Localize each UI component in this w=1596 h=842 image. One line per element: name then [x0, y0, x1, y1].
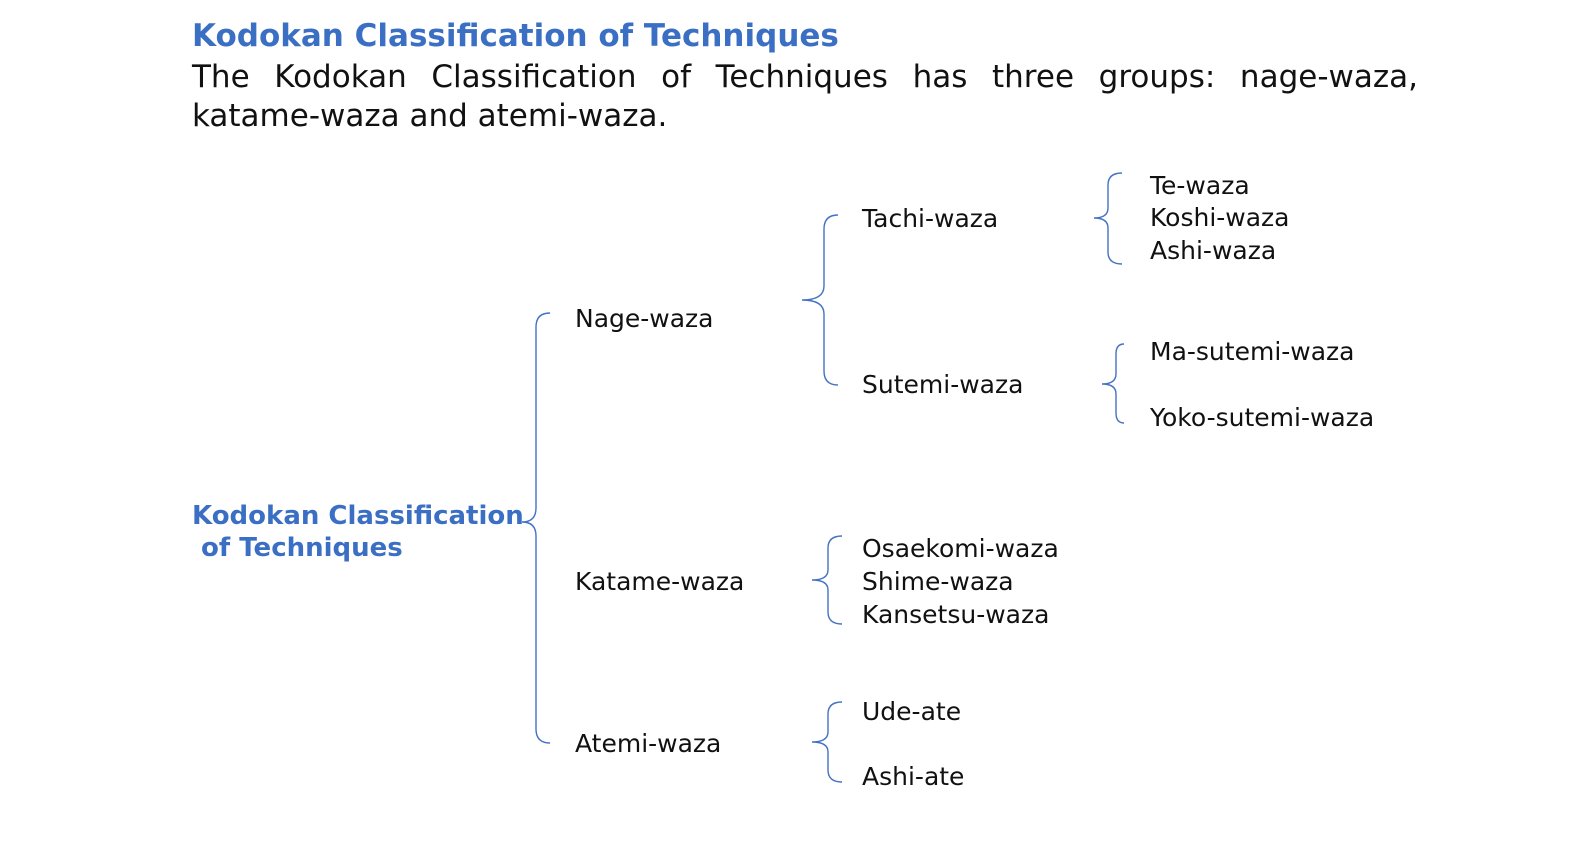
- brace-sutemi: [1101, 343, 1125, 424]
- leaf-osaekomi-waza: Osaekomi-waza: [862, 534, 1059, 563]
- node-tachi-waza: Tachi-waza: [862, 204, 999, 233]
- leaf-ma-sutemi-waza: Ma-sutemi-waza: [1150, 337, 1355, 366]
- leaf-ashi-waza: Ashi-waza: [1150, 236, 1277, 265]
- intro-paragraph: The Kodokan Classification of Techniques…: [192, 59, 1418, 134]
- leaf-ude-ate: Ude-ate: [862, 697, 962, 726]
- brace-nage: [801, 214, 839, 386]
- brace-tachi: [1093, 172, 1123, 265]
- brace-katame: [811, 535, 843, 625]
- leaf-ashi-ate: Ashi-ate: [862, 762, 965, 791]
- leaf-te-waza: Te-waza: [1150, 171, 1250, 200]
- leaf-shime-waza: Shime-waza: [862, 567, 1014, 596]
- root-node: Kodokan Classification of Techniques: [192, 501, 524, 563]
- brace-atemi: [811, 701, 843, 783]
- node-atemi-waza: Atemi-waza: [575, 729, 722, 758]
- leaf-kansetsu-waza: Kansetsu-waza: [862, 600, 1050, 629]
- page-title: Kodokan Classification of Techniques: [192, 18, 839, 54]
- node-katame-waza: Katame-waza: [575, 567, 745, 596]
- leaf-yoko-sutemi-waza: Yoko-sutemi-waza: [1150, 403, 1375, 432]
- leaf-koshi-waza: Koshi-waza: [1150, 203, 1290, 232]
- brace-root: [521, 312, 551, 744]
- node-nage-waza: Nage-waza: [575, 304, 714, 333]
- node-sutemi-waza: Sutemi-waza: [862, 370, 1024, 399]
